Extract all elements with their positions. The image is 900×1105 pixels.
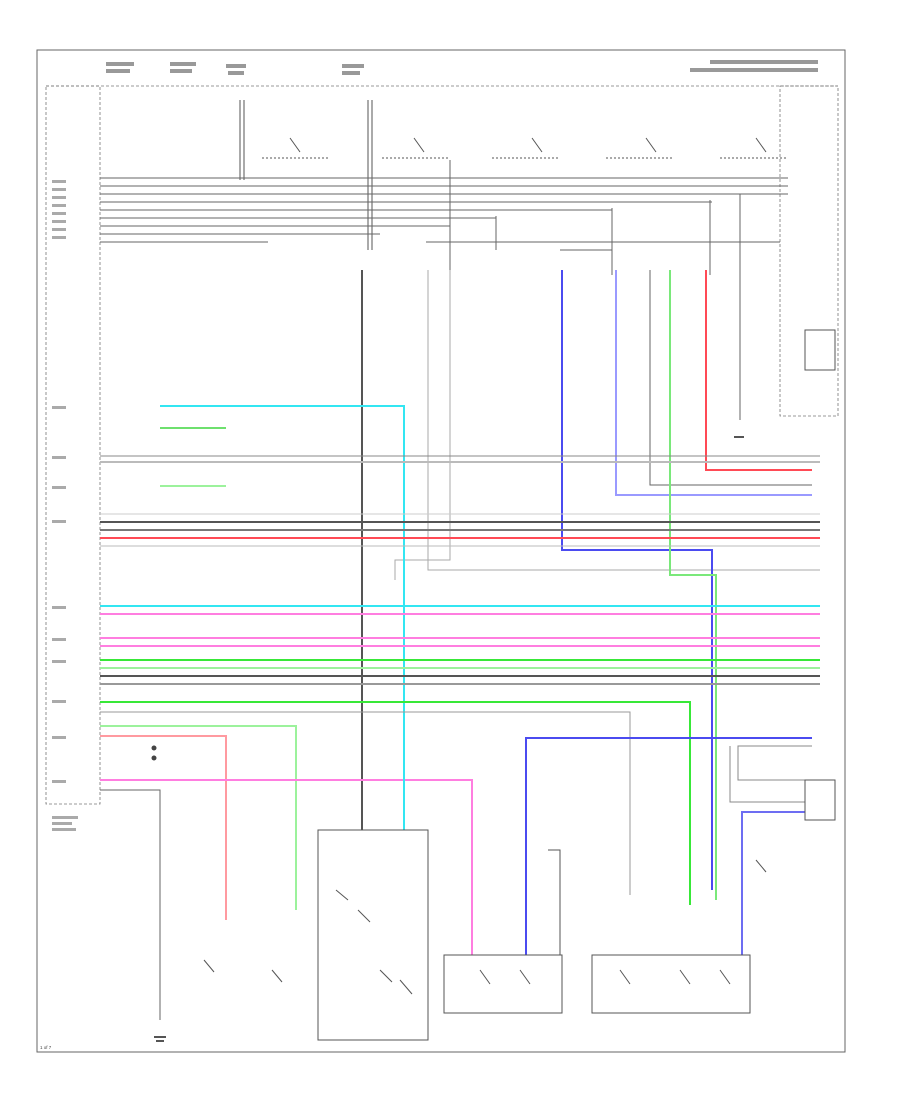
wire-pink-lower [100,779,473,955]
wire-light-blue-vertical [615,270,812,496]
wire-light-red-lower [100,735,227,920]
ground-symbols [154,436,744,1042]
wire-blue-vertical [561,270,713,890]
splice-dots [151,745,157,761]
wire-green-vertical [669,270,717,900]
top-fuse-labels [106,60,818,75]
wire-dark-lower [100,789,161,1020]
wire-right-gray-lower-2 [729,746,812,803]
right-door-lock-box [443,954,563,1014]
left-pin-labels [52,180,78,831]
right-upper-connector [804,329,836,371]
wire-blue-lower [525,737,812,955]
top-switch-bank [239,100,786,250]
switch-assembly-box [317,829,429,1041]
wire-blue-lower-2 [741,811,812,955]
left-connector-bracket [45,85,101,805]
middle-bus-bundle [100,455,820,547]
wire-gray-vertical-2 [394,270,451,580]
wire-dark-vertical-1 [649,270,812,486]
right-connector-bracket [779,85,839,417]
wire-light-green-lower [100,725,297,910]
right-lower-connector [804,779,836,821]
diagram-frame [36,49,846,1053]
wire-cyan-upper [160,405,405,830]
corner-code: 1 of 7 [40,1045,52,1050]
wire-gray-lower [100,711,631,895]
wire-green-lower [100,701,691,905]
bottom-switch-symbols [203,849,767,995]
wire-right-gray-lower [737,745,812,781]
lower-bus-bundle [100,605,820,685]
wire-gray-vertical [427,270,820,571]
wire-red-vertical [705,270,812,471]
top-bus-lines [100,160,788,420]
left-door-lock-box [591,954,751,1014]
